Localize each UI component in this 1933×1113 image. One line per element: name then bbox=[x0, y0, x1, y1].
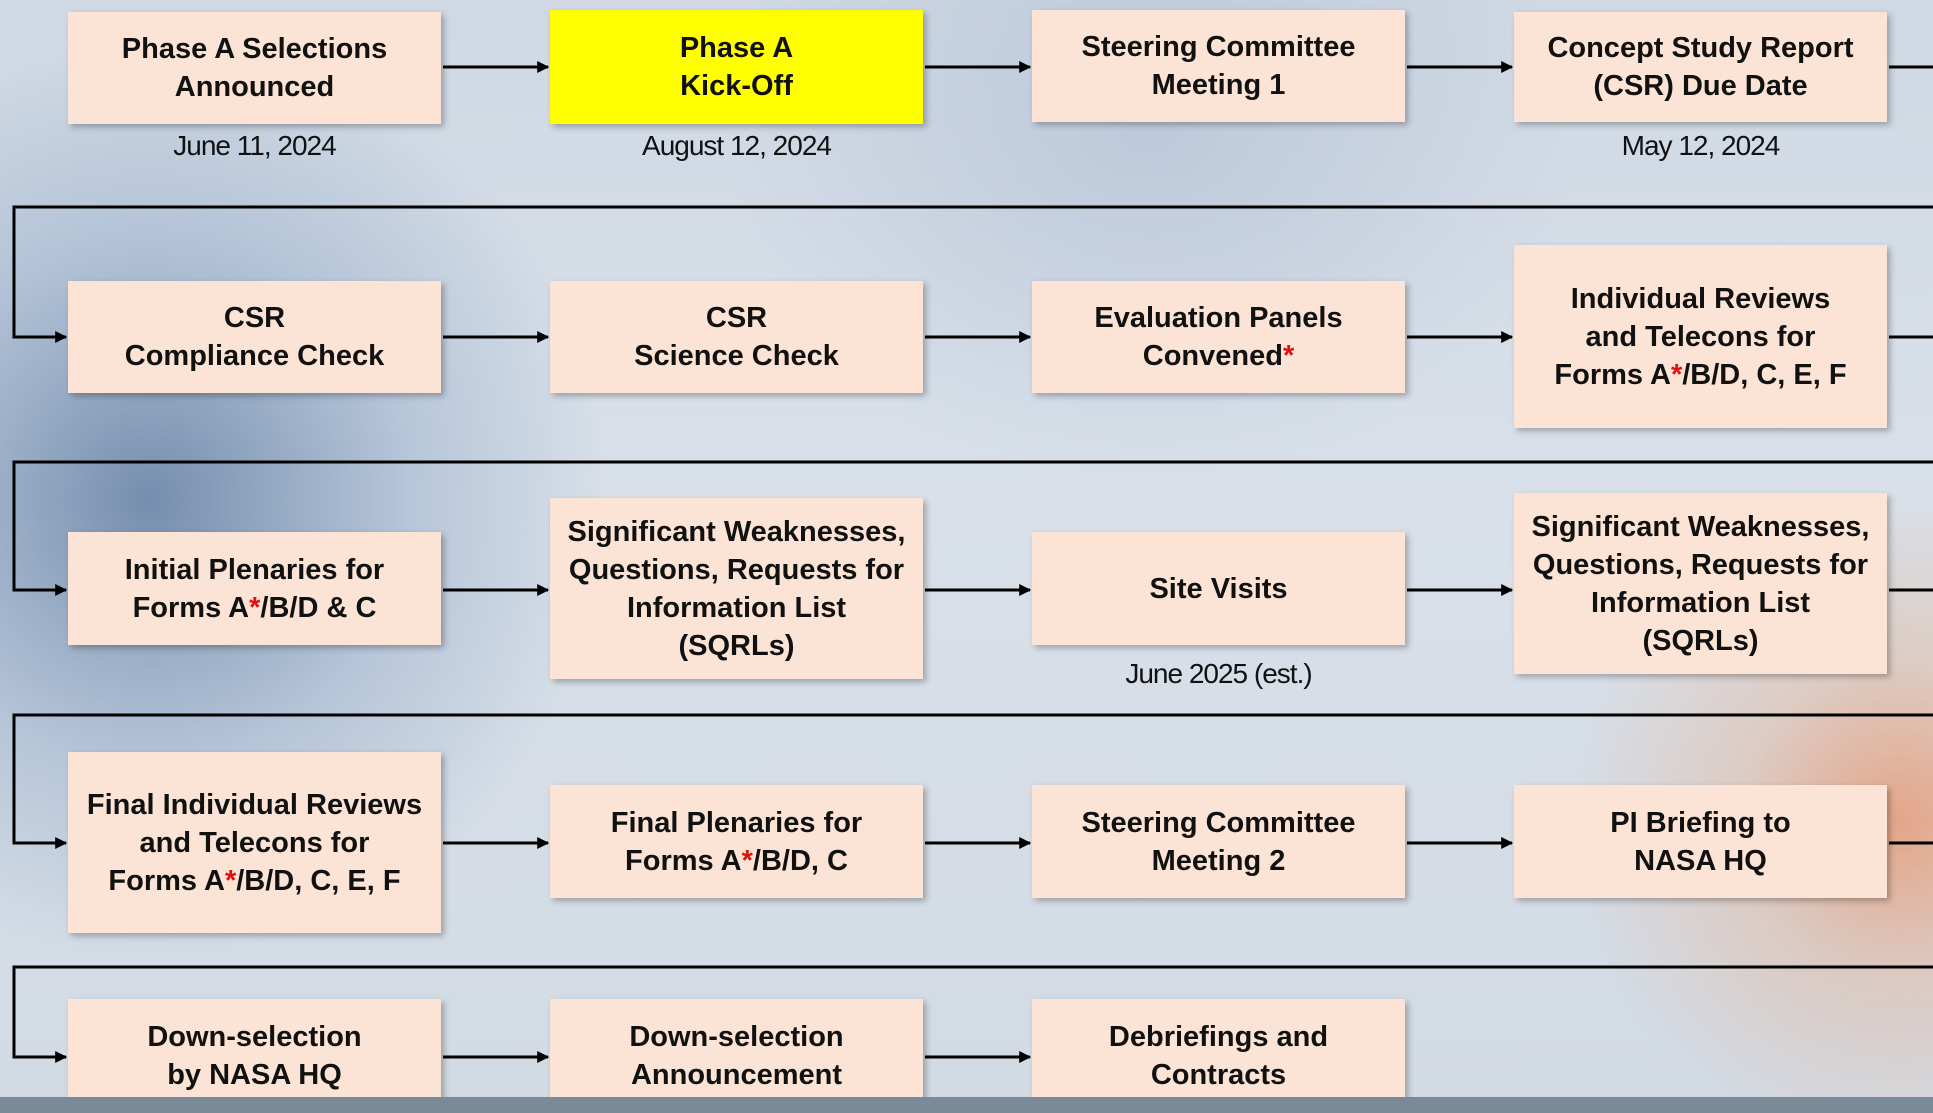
step-label: PI Briefing to NASA HQ bbox=[1610, 804, 1790, 880]
step-label-text: PI Briefing to NASA HQ bbox=[1610, 806, 1791, 877]
step-label: Steering Committee Meeting 2 bbox=[1082, 804, 1356, 880]
step-label-text: /B/D, C, E, F bbox=[236, 864, 401, 897]
step-label: Final Plenaries for Forms A*/B/D, C bbox=[611, 804, 862, 880]
step-date: June 11, 2024 bbox=[173, 130, 336, 161]
step-label-text: CSR Compliance Check bbox=[124, 302, 385, 372]
step-final-individual-reviews: Final Individual Reviews and Telecons fo… bbox=[68, 752, 441, 933]
step-label: Evaluation Panels Convened* bbox=[1094, 299, 1342, 375]
step-label: Individual Reviews and Telecons for Form… bbox=[1554, 280, 1846, 394]
step-label-text: Evaluation Panels Convened bbox=[1094, 302, 1343, 372]
step-label: CSR Science Check bbox=[634, 299, 839, 375]
step-label-text: Down-selection by NASA HQ bbox=[147, 1021, 362, 1091]
step-label-text: Significant Weaknesses, Questions, Reque… bbox=[567, 515, 906, 662]
step-label-text: CSR Science Check bbox=[634, 302, 839, 372]
step-label-text: /B/D, C bbox=[752, 844, 848, 877]
step-csr-science-check: CSR Science Check bbox=[550, 281, 923, 393]
step-label-text: Initial Plenaries for Forms A bbox=[124, 553, 385, 624]
step-steering-committee-meeting-2: Steering Committee Meeting 2 bbox=[1032, 785, 1405, 898]
step-sqrls-1: Significant Weaknesses, Questions, Reque… bbox=[550, 498, 923, 679]
step-csr-due-date: Concept Study Report (CSR) Due Date bbox=[1514, 12, 1887, 122]
step-label: Significant Weaknesses, Questions, Reque… bbox=[568, 513, 906, 665]
asterisk-marker: * bbox=[249, 591, 261, 624]
step-final-plenaries: Final Plenaries for Forms A*/B/D, C bbox=[550, 785, 923, 898]
step-initial-plenaries: Initial Plenaries for Forms A*/B/D & C bbox=[68, 532, 441, 645]
step-label-text: /B/D, C, E, F bbox=[1682, 358, 1847, 391]
step-label: Concept Study Report (CSR) Due Date bbox=[1547, 29, 1853, 105]
step-down-selection-by-nasa-hq: Down-selection by NASA HQ bbox=[68, 999, 441, 1113]
step-label: Steering Committee Meeting 1 bbox=[1082, 28, 1356, 104]
step-label-text: /B/D & C bbox=[260, 591, 377, 624]
step-label: Site Visits bbox=[1149, 570, 1287, 608]
asterisk-marker: * bbox=[1282, 340, 1295, 372]
step-label-text: Site Visits bbox=[1149, 572, 1288, 605]
step-label-text: Steering Committee Meeting 1 bbox=[1081, 31, 1356, 101]
step-phase-a-selections-announced: Phase A Selections Announced bbox=[68, 12, 441, 124]
step-label: Final Individual Reviews and Telecons fo… bbox=[87, 786, 422, 900]
asterisk-marker: * bbox=[224, 864, 237, 897]
step-date: August 12, 2024 bbox=[642, 130, 832, 161]
step-label-text: Final Plenaries for Forms A bbox=[610, 806, 863, 877]
step-label-text: Significant Weaknesses, Questions, Reque… bbox=[1531, 510, 1870, 657]
step-sqrls-2: Significant Weaknesses, Questions, Reque… bbox=[1514, 493, 1887, 674]
step-individual-reviews-telecons: Individual Reviews and Telecons for Form… bbox=[1514, 245, 1887, 428]
step-label-text: Debriefings and Contracts bbox=[1108, 1021, 1329, 1091]
step-label: Debriefings and Contracts bbox=[1109, 1018, 1328, 1094]
step-label-text: Phase A Kick-Off bbox=[679, 32, 794, 102]
step-phase-a-kick-off: Phase A Kick-Off bbox=[550, 10, 923, 124]
step-label-text: Phase A Selections Announced bbox=[121, 33, 388, 103]
step-label-text: Concept Study Report (CSR) Due Date bbox=[1547, 32, 1854, 102]
step-down-selection-announcement: Down-selection Announcement bbox=[550, 999, 923, 1113]
step-label: Phase A Selections Announced bbox=[122, 30, 387, 106]
step-label: CSR Compliance Check bbox=[125, 299, 384, 375]
asterisk-marker: * bbox=[1670, 358, 1683, 391]
step-evaluation-panels-convened: Evaluation Panels Convened* bbox=[1032, 281, 1405, 393]
step-steering-committee-meeting-1: Steering Committee Meeting 1 bbox=[1032, 10, 1405, 122]
step-label: Down-selection Announcement bbox=[629, 1018, 843, 1094]
step-csr-compliance-check: CSR Compliance Check bbox=[68, 281, 441, 393]
step-label: Phase A Kick-Off bbox=[680, 29, 793, 105]
step-pi-briefing: PI Briefing to NASA HQ bbox=[1514, 785, 1887, 898]
asterisk-marker: * bbox=[741, 844, 753, 877]
step-label: Initial Plenaries for Forms A*/B/D & C bbox=[125, 551, 384, 627]
step-label-text: Down-selection Announcement bbox=[629, 1021, 844, 1091]
step-label: Down-selection by NASA HQ bbox=[147, 1018, 361, 1094]
step-date: May 12, 2024 bbox=[1621, 130, 1781, 161]
step-site-visits: Site Visits bbox=[1032, 532, 1405, 645]
footer-bar bbox=[0, 1097, 1933, 1113]
step-label-text: Steering Committee Meeting 2 bbox=[1081, 806, 1356, 877]
step-label-text: Individual Reviews and Telecons for Form… bbox=[1554, 282, 1831, 391]
step-label: Significant Weaknesses, Questions, Reque… bbox=[1532, 508, 1870, 660]
step-label-text: Final Individual Reviews and Telecons fo… bbox=[86, 788, 423, 897]
step-debriefings-and-contracts: Debriefings and Contracts bbox=[1032, 999, 1405, 1113]
step-date: June 2025 (est.) bbox=[1125, 658, 1312, 689]
